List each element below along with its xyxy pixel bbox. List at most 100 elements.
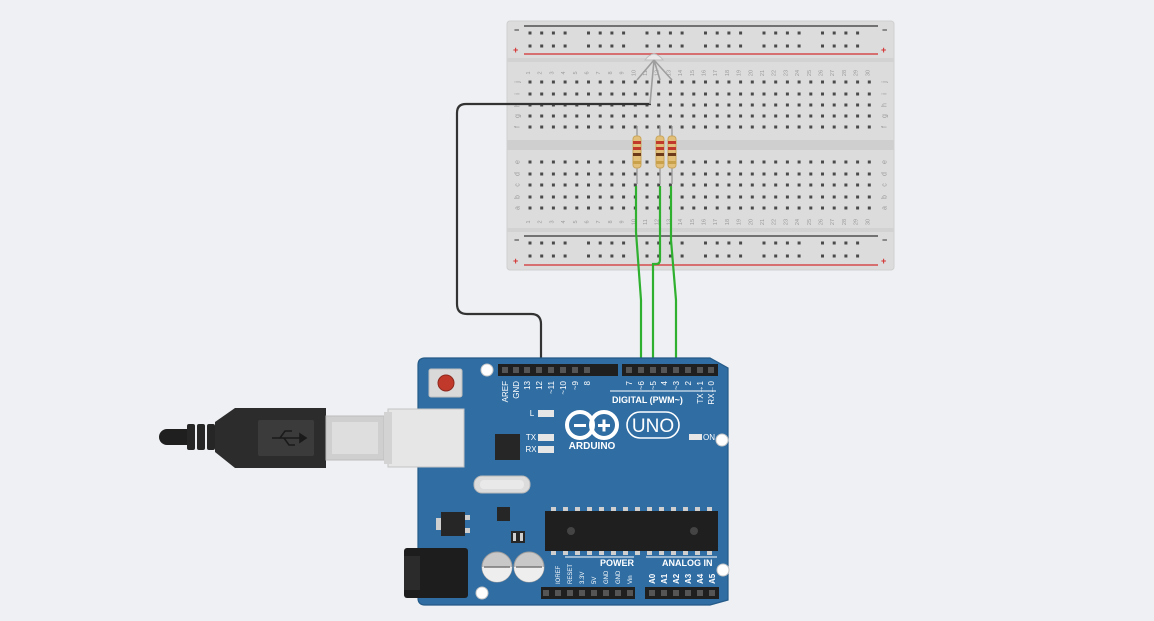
digital-pin-hole[interactable]: [673, 367, 679, 373]
rail-hole[interactable]: [774, 254, 778, 258]
breadboard-hole[interactable]: [774, 114, 778, 118]
breadboard-hole[interactable]: [598, 195, 602, 199]
breadboard-hole[interactable]: [856, 183, 860, 187]
breadboard-hole[interactable]: [832, 125, 836, 129]
power-pin-hole[interactable]: [579, 590, 585, 596]
rail-hole[interactable]: [622, 254, 626, 258]
rail-hole[interactable]: [657, 31, 661, 35]
breadboard-hole[interactable]: [856, 160, 860, 164]
breadboard-hole[interactable]: [587, 172, 590, 176]
breadboard-hole[interactable]: [844, 195, 848, 199]
breadboard-hole[interactable]: [809, 183, 813, 187]
breadboard-hole[interactable]: [528, 80, 532, 84]
rail-hole[interactable]: [832, 241, 836, 245]
rail-hole[interactable]: [785, 254, 789, 258]
breadboard-hole[interactable]: [867, 160, 871, 164]
rail-hole[interactable]: [844, 254, 848, 258]
breadboard-hole[interactable]: [867, 195, 871, 199]
breadboard-hole[interactable]: [821, 160, 824, 164]
rail-hole[interactable]: [704, 254, 707, 258]
breadboard-hole[interactable]: [785, 80, 789, 84]
breadboard-hole[interactable]: [715, 172, 719, 176]
rail-hole[interactable]: [610, 31, 614, 35]
rail-hole[interactable]: [622, 31, 626, 35]
breadboard-hole[interactable]: [598, 125, 602, 129]
breadboard-hole[interactable]: [762, 103, 766, 107]
breadboard-hole[interactable]: [785, 160, 789, 164]
rail-hole[interactable]: [528, 44, 532, 48]
rail-hole[interactable]: [540, 31, 544, 35]
rail-hole[interactable]: [528, 31, 532, 35]
breadboard-hole[interactable]: [750, 80, 754, 84]
breadboard-hole[interactable]: [750, 195, 754, 199]
analog-header-holes[interactable]: [649, 590, 715, 596]
breadboard-hole[interactable]: [622, 114, 626, 118]
breadboard-hole[interactable]: [680, 183, 684, 187]
digital-pin-hole[interactable]: [661, 367, 667, 373]
rail-hole[interactable]: [551, 254, 555, 258]
breadboard-hole[interactable]: [797, 114, 801, 118]
breadboard-hole[interactable]: [610, 160, 614, 164]
breadboard-hole[interactable]: [645, 80, 649, 84]
breadboard-hole[interactable]: [528, 114, 532, 118]
breadboard-hole[interactable]: [809, 206, 813, 210]
rail-hole[interactable]: [704, 241, 707, 245]
rail-hole[interactable]: [762, 31, 766, 35]
rail-hole[interactable]: [551, 241, 555, 245]
breadboard-hole[interactable]: [750, 103, 754, 107]
breadboard-hole[interactable]: [622, 172, 626, 176]
rail-hole[interactable]: [856, 254, 860, 258]
breadboard-hole[interactable]: [680, 114, 684, 118]
breadboard-hole[interactable]: [563, 125, 567, 129]
breadboard-hole[interactable]: [774, 172, 778, 176]
breadboard-hole[interactable]: [704, 206, 707, 210]
breadboard-hole[interactable]: [645, 195, 649, 199]
rail-hole[interactable]: [528, 254, 532, 258]
breadboard-hole[interactable]: [750, 206, 754, 210]
breadboard-hole[interactable]: [657, 80, 661, 84]
breadboard-hole[interactable]: [821, 206, 824, 210]
digital-pin-hole[interactable]: [650, 367, 656, 373]
breadboard-hole[interactable]: [739, 80, 743, 84]
rail-hole[interactable]: [774, 44, 778, 48]
power-header[interactable]: [541, 587, 635, 599]
breadboard-hole[interactable]: [540, 195, 544, 199]
breadboard-hole[interactable]: [750, 114, 754, 118]
breadboard-hole[interactable]: [622, 195, 626, 199]
breadboard-hole[interactable]: [844, 125, 848, 129]
rail-hole[interactable]: [587, 241, 590, 245]
breadboard-hole[interactable]: [704, 125, 707, 129]
breadboard-hole[interactable]: [657, 125, 661, 129]
breadboard-hole[interactable]: [610, 92, 614, 96]
rail-hole[interactable]: [832, 31, 836, 35]
breadboard-hole[interactable]: [727, 80, 731, 84]
breadboard-hole[interactable]: [575, 125, 579, 129]
breadboard-hole[interactable]: [774, 103, 778, 107]
breadboard-hole[interactable]: [587, 92, 590, 96]
rail-hole[interactable]: [821, 44, 824, 48]
breadboard-hole[interactable]: [856, 103, 860, 107]
rail-hole[interactable]: [540, 44, 544, 48]
breadboard-hole[interactable]: [692, 103, 696, 107]
breadboard-hole[interactable]: [551, 172, 555, 176]
power-pin-hole[interactable]: [627, 590, 633, 596]
resistor-2[interactable]: [655, 126, 665, 184]
breadboard-hole[interactable]: [587, 183, 590, 187]
breadboard-hole[interactable]: [657, 172, 661, 176]
rail-hole[interactable]: [832, 254, 836, 258]
breadboard-hole[interactable]: [692, 172, 696, 176]
rail-hole[interactable]: [598, 31, 602, 35]
breadboard-hole[interactable]: [540, 160, 544, 164]
breadboard-hole[interactable]: [809, 125, 813, 129]
breadboard[interactable]: − − + + − − + + 123456789101112131415161…: [506, 20, 895, 271]
breadboard-hole[interactable]: [622, 183, 626, 187]
breadboard-hole[interactable]: [633, 80, 637, 84]
breadboard-hole[interactable]: [680, 160, 684, 164]
rail-hole[interactable]: [739, 241, 743, 245]
rail-hole[interactable]: [739, 31, 743, 35]
green-wire-pin6[interactable]: [634, 186, 643, 368]
rail-hole[interactable]: [821, 254, 824, 258]
rail-hole[interactable]: [668, 254, 672, 258]
breadboard-hole[interactable]: [692, 92, 696, 96]
breadboard-hole[interactable]: [844, 183, 848, 187]
